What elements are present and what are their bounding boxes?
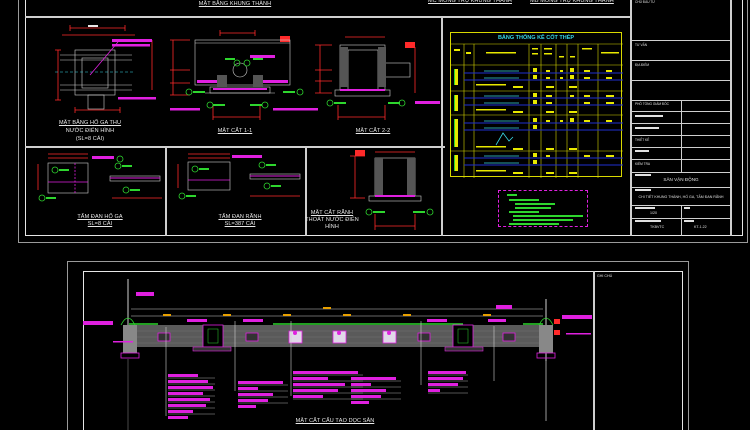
tb-signature-bar (635, 115, 663, 117)
top-sheet-inner-frame (25, 0, 743, 236)
tb-divider (632, 147, 730, 148)
tb-divider (632, 123, 730, 124)
title-mat-cat-ranh: MẶT CẮT RÃNH (310, 210, 354, 216)
title-mat-cat-1-1: MẶT CẮT 1-1 (217, 128, 253, 134)
note-line (507, 194, 517, 196)
header-title-khung-thanh: MẶT BẰNG KHUNG THÀNH (198, 1, 272, 7)
tb-divider (632, 135, 730, 136)
note-line (515, 203, 555, 205)
tb-signature-bar (635, 174, 651, 176)
tb-divider (632, 187, 730, 188)
title-tam-dan-ranh-qty: SL=387 CÁI (224, 221, 256, 227)
note-line (515, 207, 551, 209)
note-line (513, 219, 573, 221)
tb-signature-bar (635, 207, 655, 209)
tb-sheet-number: KT-1.22 (694, 225, 707, 229)
bottom-notes-label: GHI CHÚ (597, 274, 613, 278)
tb-divider (632, 40, 730, 41)
tb-divider (632, 218, 730, 219)
title-mat-bang-ho-ga: MẶT BẰNG HỐ GA THU (58, 120, 122, 126)
top-header-divider (25, 16, 630, 18)
top-col-divider-2 (305, 146, 307, 236)
tb-field-consultant: TƯ VẤN (635, 43, 648, 47)
tb-project-name: SÂN VẬN ĐỘNG (663, 177, 699, 182)
drawing-longitudinal-section (83, 279, 592, 430)
notes-box (498, 190, 588, 227)
rebar-table-title: BẢNG THỐNG KÊ CỐT THÉP (497, 35, 575, 41)
tb-field-checker: KIỂM TRA (635, 162, 650, 166)
tb-divider (632, 60, 730, 61)
drawing-mat-cat-2-2 (315, 36, 440, 120)
title-mat-cat-ranh-line3: HÌNH (325, 224, 339, 230)
title-mat-cat-2-2: MẶT CẮT 2-2 (355, 128, 391, 134)
tb-signature-bar (684, 220, 694, 222)
note-line (509, 223, 559, 225)
top-col-divider-table (441, 16, 443, 236)
rebar-table-grid (451, 43, 623, 178)
tb-divider (632, 159, 730, 160)
tb-field-owner: CHỦ ĐẦU TƯ (635, 0, 656, 4)
title-block-left-border (630, 0, 632, 236)
tb-col-divider (681, 100, 682, 172)
tb-stage: TKBVTC (650, 225, 665, 229)
note-line (509, 199, 539, 201)
title-tam-dan-ho-ga-qty: SL=8 CÁI (87, 221, 113, 227)
tb-divider (632, 172, 730, 173)
tb-signature-bar (635, 189, 651, 191)
tb-signature-bar (684, 207, 690, 209)
title-block: CHỦ ĐẦU TƯ TƯ VẤN ĐỊA ĐIỂM PHÓ TỔNG GIÁM… (632, 0, 730, 236)
tb-signature-bar (635, 150, 649, 152)
tb-scale: 1/20 (650, 211, 657, 215)
tb-col-divider (681, 205, 682, 236)
bottom-sheet-inner-frame (83, 271, 683, 430)
drawing-mat-cat-ranh (350, 150, 434, 230)
bottom-title-block-border (593, 271, 595, 430)
drawing-tam-dan-ho-ga (37, 153, 162, 202)
title-mat-bang-ho-ga-line2: NƯỚC ĐIỂN HÌNH (65, 128, 115, 134)
title-tam-dan-ranh: TẤM ĐAN RÃNH (218, 214, 262, 220)
header-title-mc-mong-tru: MC MÓNG TRỤ KHUNG THÀNH (428, 0, 512, 4)
tb-divider (632, 80, 730, 81)
title-mat-cat-ranh-line2: THOÁT NƯỚC ĐIỂN (305, 217, 359, 223)
bottom-sheet-outer-frame (67, 261, 689, 430)
drawing-tam-dan-ranh (177, 153, 301, 200)
title-mat-bang-ho-ga-qty: (SL=8 CÁI) (75, 136, 105, 142)
drawing-mat-bang-ho-ga (55, 25, 156, 113)
rebar-schedule-table: BẢNG THỐNG KÊ CỐT THÉP (450, 32, 623, 178)
tb-divider (632, 111, 730, 112)
top-col-divider-1 (165, 146, 167, 236)
tb-signature-bar (635, 127, 659, 129)
tb-field-location: ĐỊA ĐIỂM (635, 63, 649, 67)
title-longitudinal-section: MẶT CẮT CẤU TẠO DỌC SÂN (295, 418, 375, 424)
note-line (509, 211, 539, 213)
tb-field-deputy-director: PHÓ TỔNG GIÁM ĐỐC (635, 102, 669, 106)
title-tam-dan-ho-ga: TẤM ĐAN HỐ GA (77, 214, 123, 220)
title-block-right-border (730, 0, 732, 236)
tb-signature-bar (635, 220, 661, 222)
top-sheet-outer-frame (18, 0, 748, 243)
header-title-mb-mong-tru: MB MÓNG TRỤ KHUNG THÀNH (530, 0, 614, 4)
note-line (513, 215, 583, 217)
drawing-mat-cat-1-1 (170, 30, 318, 120)
tb-field-designer: THIẾT KẾ (635, 138, 650, 142)
top-row-divider (25, 146, 445, 148)
tb-drawing-name: CHI TIẾT KHUNG THÀNH, HỐ GA, TẤM ĐAN RÃN… (638, 195, 724, 199)
